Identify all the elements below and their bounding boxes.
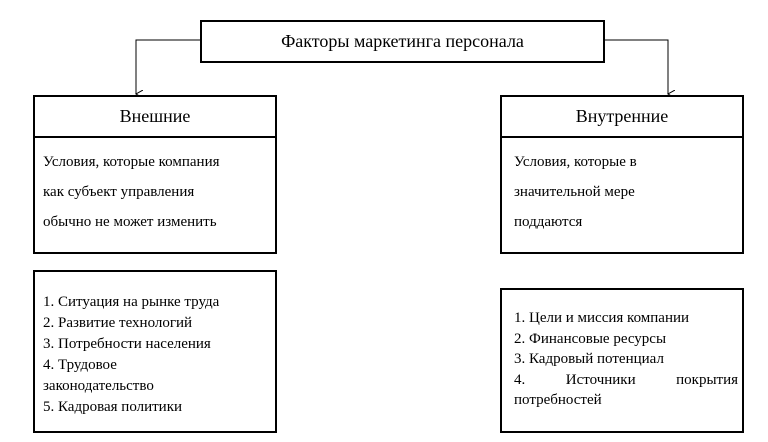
external-factors-description: Условия, которые компания как субъект уп…	[33, 138, 277, 254]
arrow-to-external	[136, 39, 200, 94]
internal-list-item: 1. Цели и миссия компании	[514, 310, 690, 326]
external-list-item: 5. Кадровая политики	[43, 399, 183, 415]
internal-factors-header: Внутренние	[500, 95, 744, 138]
external-factors-list: 1. Ситуация на рынке труда 2. Развитие т…	[33, 270, 277, 433]
internal-factors-description: Условия, которые в значительной мере под…	[500, 138, 744, 254]
external-list-item: 2. Развитие технологий	[43, 315, 193, 331]
external-description-line: Условия, которые компания	[43, 154, 220, 170]
internal-description-line: Условия, которые в	[514, 154, 637, 170]
diagram-title: Факторы маркетинга персонала	[281, 31, 524, 51]
diagram-title-box: Факторы маркетинга персонала	[200, 20, 605, 63]
external-factors-header: Внешние	[33, 95, 277, 138]
external-list-item: 4. Трудовое	[43, 357, 117, 373]
internal-list-item: потребностей	[514, 392, 602, 408]
internal-list-item: 3. Кадровый потенциал	[514, 351, 664, 367]
external-description-line: обычно не может изменить	[43, 214, 217, 230]
internal-description-line: значительной мере	[514, 184, 635, 200]
external-list-item: 3. Потребности населения	[43, 336, 211, 352]
internal-description-line: поддаются	[514, 214, 583, 230]
internal-factors-list: 1. Цели и миссия компании 2. Финансовые …	[500, 288, 744, 433]
external-list-item: законодательство	[43, 378, 154, 394]
external-description-line: как субъект управления	[43, 184, 195, 200]
arrow-to-internal	[605, 39, 668, 94]
internal-list-item: 4. Источники покрытия	[514, 371, 738, 388]
internal-header-label: Внутренние	[575, 106, 669, 126]
internal-list-item: 2. Финансовые ресурсы	[514, 330, 667, 347]
external-header-label: Внешние	[119, 106, 191, 126]
external-list-item: 1. Ситуация на рынке труда	[43, 294, 220, 310]
